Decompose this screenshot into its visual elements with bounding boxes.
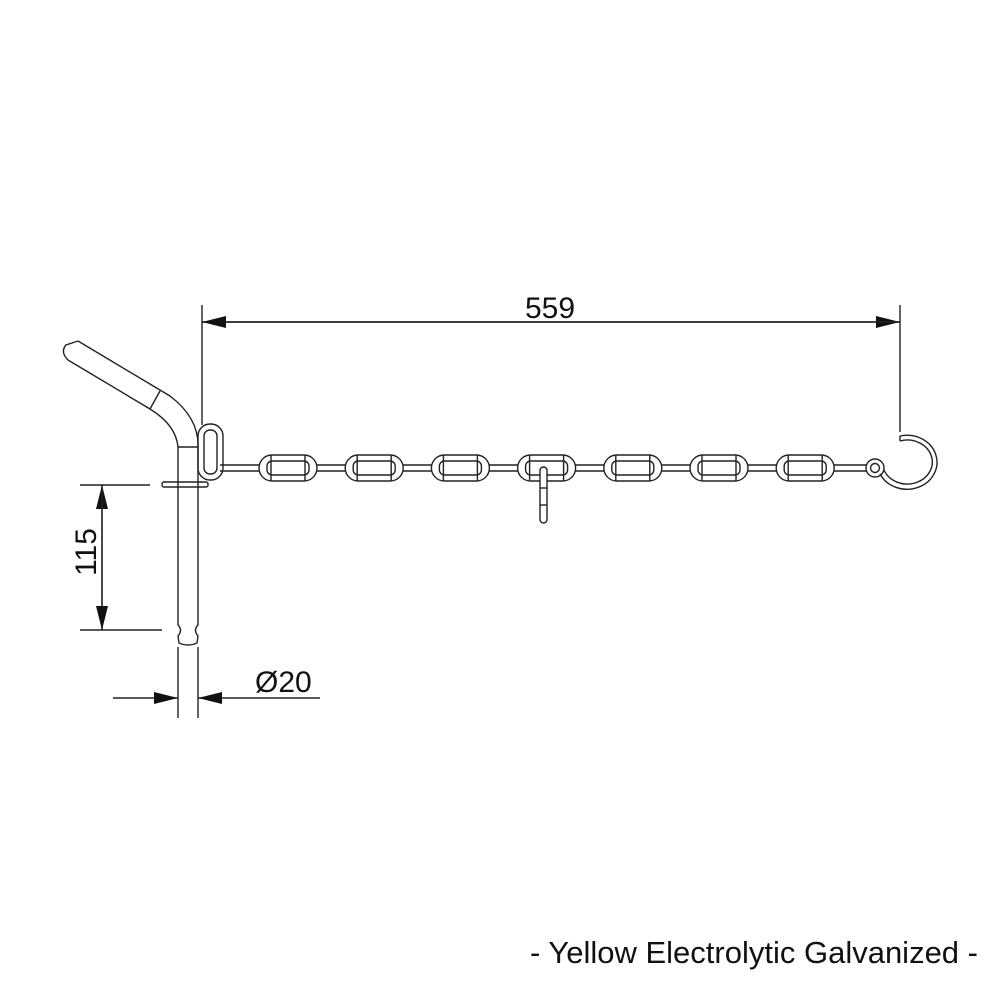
chain-link — [258, 454, 318, 482]
chain-link — [430, 454, 491, 482]
chain-link — [603, 454, 663, 482]
pin-length-label: 115 — [70, 528, 103, 576]
pin — [62, 340, 209, 646]
chain-link — [344, 454, 404, 482]
finish-caption: - Yellow Electrolytic Galvanized - — [530, 935, 978, 970]
chain-tag — [539, 466, 548, 524]
pin-length-dimension — [80, 484, 162, 631]
dimension-labels: 559 115 Ø20 — [70, 292, 575, 699]
chain-link — [775, 454, 835, 482]
diameter-label: Ø20 — [255, 666, 312, 699]
length-label: 559 — [525, 292, 575, 325]
end-ring — [865, 458, 885, 478]
chain-link — [689, 454, 749, 482]
diameter-dimension — [113, 647, 320, 718]
attachment-link — [197, 423, 224, 481]
washer — [161, 481, 209, 488]
s-hook — [879, 434, 938, 490]
chain-links — [258, 454, 835, 482]
length-dimension — [201, 305, 901, 432]
